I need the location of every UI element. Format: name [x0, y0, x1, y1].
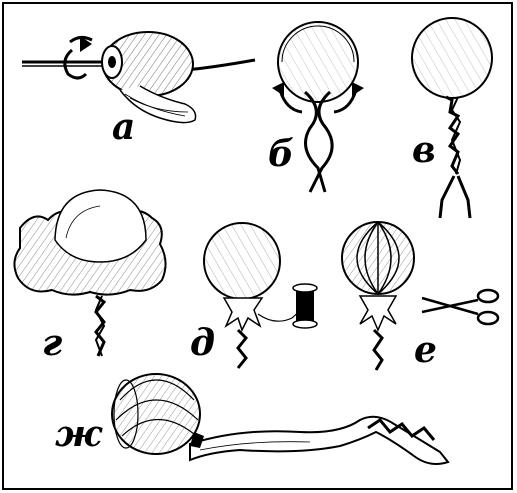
label-step-zh: ж [55, 413, 103, 455]
label-step-a: а [112, 106, 135, 148]
thread-spool [296, 288, 314, 324]
label-step-e: е [414, 329, 437, 371]
label-step-g: г [42, 322, 62, 364]
label-step-v: в [412, 129, 436, 171]
label-step-b: б [268, 133, 294, 175]
label-step-d: д [190, 322, 215, 364]
